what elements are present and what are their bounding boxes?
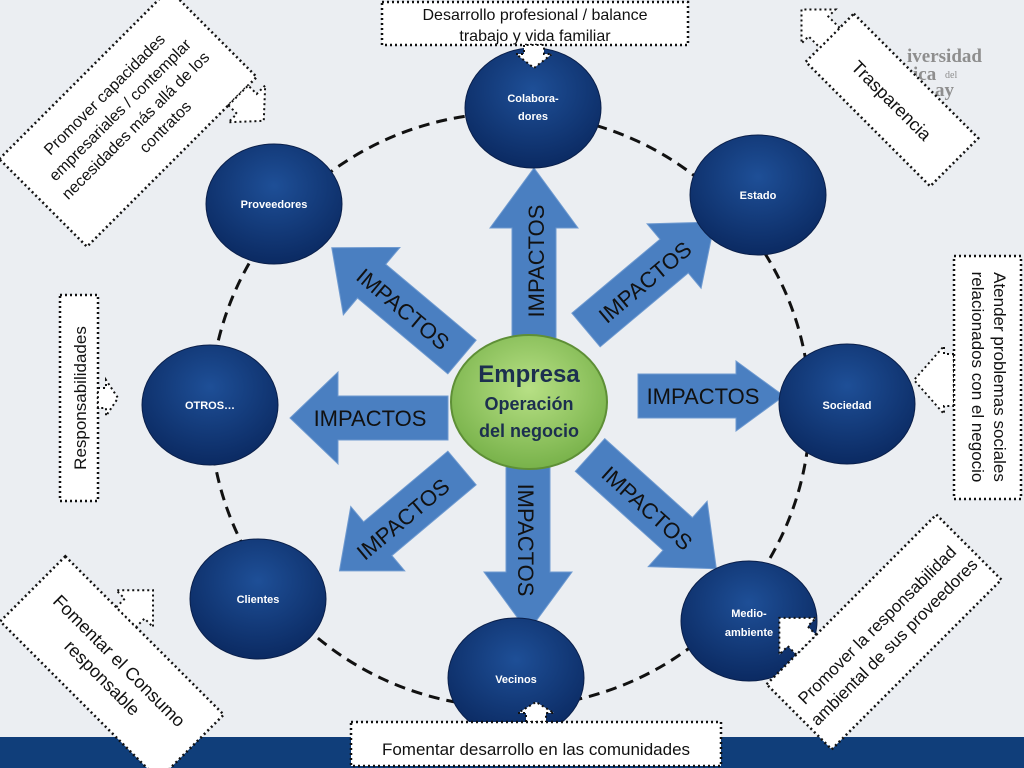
node-colaboradores: Colabora- dores <box>464 47 602 169</box>
node-label-colaboradores-2: dores <box>518 111 548 123</box>
callout-top-line-2: trabajo y vida familiar <box>459 28 611 45</box>
node-label-otros: OTROS… <box>185 400 235 412</box>
node-label-medioambiente-1: Medio- <box>731 608 767 620</box>
node-proveedores: Proveedores <box>205 143 343 265</box>
arrow-label-down: IMPACTOS <box>513 484 538 597</box>
node-sociedad: Sociedad <box>778 343 916 465</box>
node-label-sociedad: Sociedad <box>823 400 872 412</box>
node-label-vecinos: Vecinos <box>495 674 537 686</box>
node-vecinos: Vecinos <box>447 617 585 739</box>
arrow-up: IMPACTOS <box>489 167 579 359</box>
node-label-estado: Estado <box>740 190 777 202</box>
node-label-clientes: Clientes <box>237 594 280 606</box>
callout-top: Desarrollo profesional / balance trabajo… <box>380 0 690 70</box>
university-logo: iversidad ica del ay <box>905 44 1023 101</box>
arrow-left: IMPACTOS <box>289 370 449 466</box>
callout-left-line-1: Responsabilidades <box>71 326 90 470</box>
callout-left: Responsabilidades <box>58 293 120 503</box>
arrow-right: IMPACTOS <box>637 360 785 432</box>
arrow-up-left: IMPACTOS <box>331 246 477 375</box>
node-label-medioambiente-2: ambiente <box>725 627 773 639</box>
logo-text-1: iversidad <box>907 46 982 67</box>
node-otros: OTROS… <box>141 344 279 466</box>
arrow-down-left: IMPACTOS <box>338 450 477 572</box>
arrow-label-left: IMPACTOS <box>314 406 427 431</box>
arrow-label-right: IMPACTOS <box>647 384 760 409</box>
callout-right-line-2: relacionados con el negocio <box>968 272 987 483</box>
center-node: Empresa Operación del negocio <box>450 334 608 470</box>
node-label-colaboradores-1: Colabora- <box>507 93 559 105</box>
arrow-down: IMPACTOS <box>483 461 573 633</box>
arrow-label-up: IMPACTOS <box>524 205 549 318</box>
logo-text-4: ay <box>935 80 954 101</box>
node-clientes: Clientes <box>189 538 327 660</box>
center-title: Empresa <box>478 361 580 388</box>
node-medioambiente: Medio- ambiente <box>680 560 818 682</box>
logo-text-3: del <box>945 70 958 81</box>
callout-right: Atender problemas sociales relacionados … <box>912 254 1023 501</box>
callout-bottom-line-1: Fomentar desarrollo en las comunidades <box>382 740 690 759</box>
callout-top-line-1: Desarrollo profesional / balance <box>422 7 647 24</box>
center-subtitle-2: del negocio <box>479 421 579 441</box>
callout-bottom-right: Promover la responsabilidad ambiental de… <box>764 512 1004 752</box>
center-subtitle-1: Operación <box>484 394 573 414</box>
callout-bottom-left: Fomentar el Consumo responsable <box>0 554 226 768</box>
callout-bottom: Fomentar desarrollo en las comunidades <box>349 700 723 768</box>
node-label-proveedores: Proveedores <box>241 199 308 211</box>
node-estado: Estado <box>689 134 827 256</box>
callout-right-line-1: Atender problemas sociales <box>990 272 1009 482</box>
